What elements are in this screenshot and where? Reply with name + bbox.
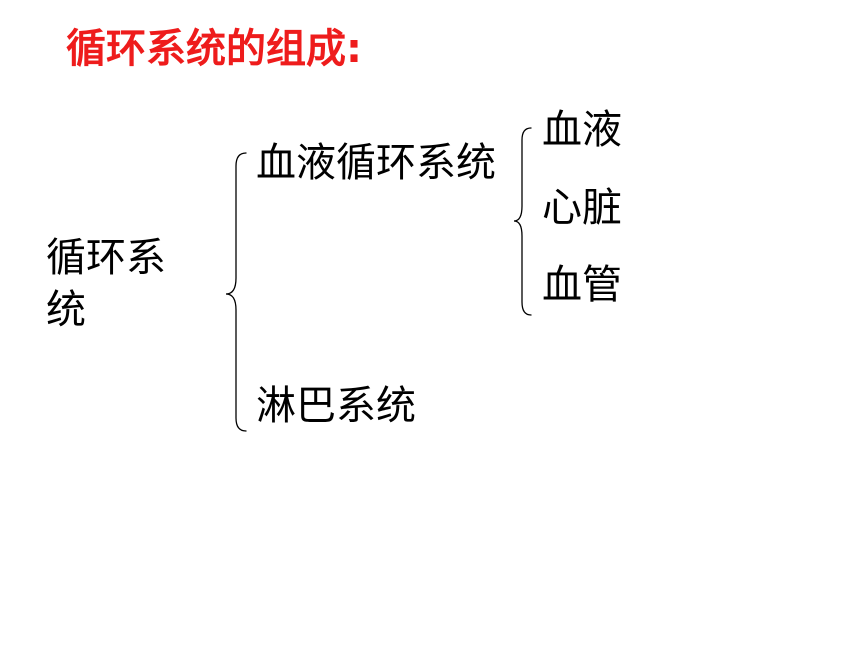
leaf-node-blood: 血液: [542, 107, 622, 153]
leaf-node-blood-vessels: 血管: [542, 262, 622, 308]
brace-level1: [225, 152, 247, 432]
leaf-node-heart: 心脏: [542, 185, 622, 231]
diagram-title: 循环系统的组成:: [66, 26, 362, 72]
branch-node-lymphatic-system: 淋巴系统: [256, 383, 416, 429]
branch-node-blood-circulation: 血液循环系统: [256, 140, 496, 186]
root-node-circulatory-system: 循环系统: [46, 235, 166, 333]
brace-level2: [513, 127, 532, 316]
